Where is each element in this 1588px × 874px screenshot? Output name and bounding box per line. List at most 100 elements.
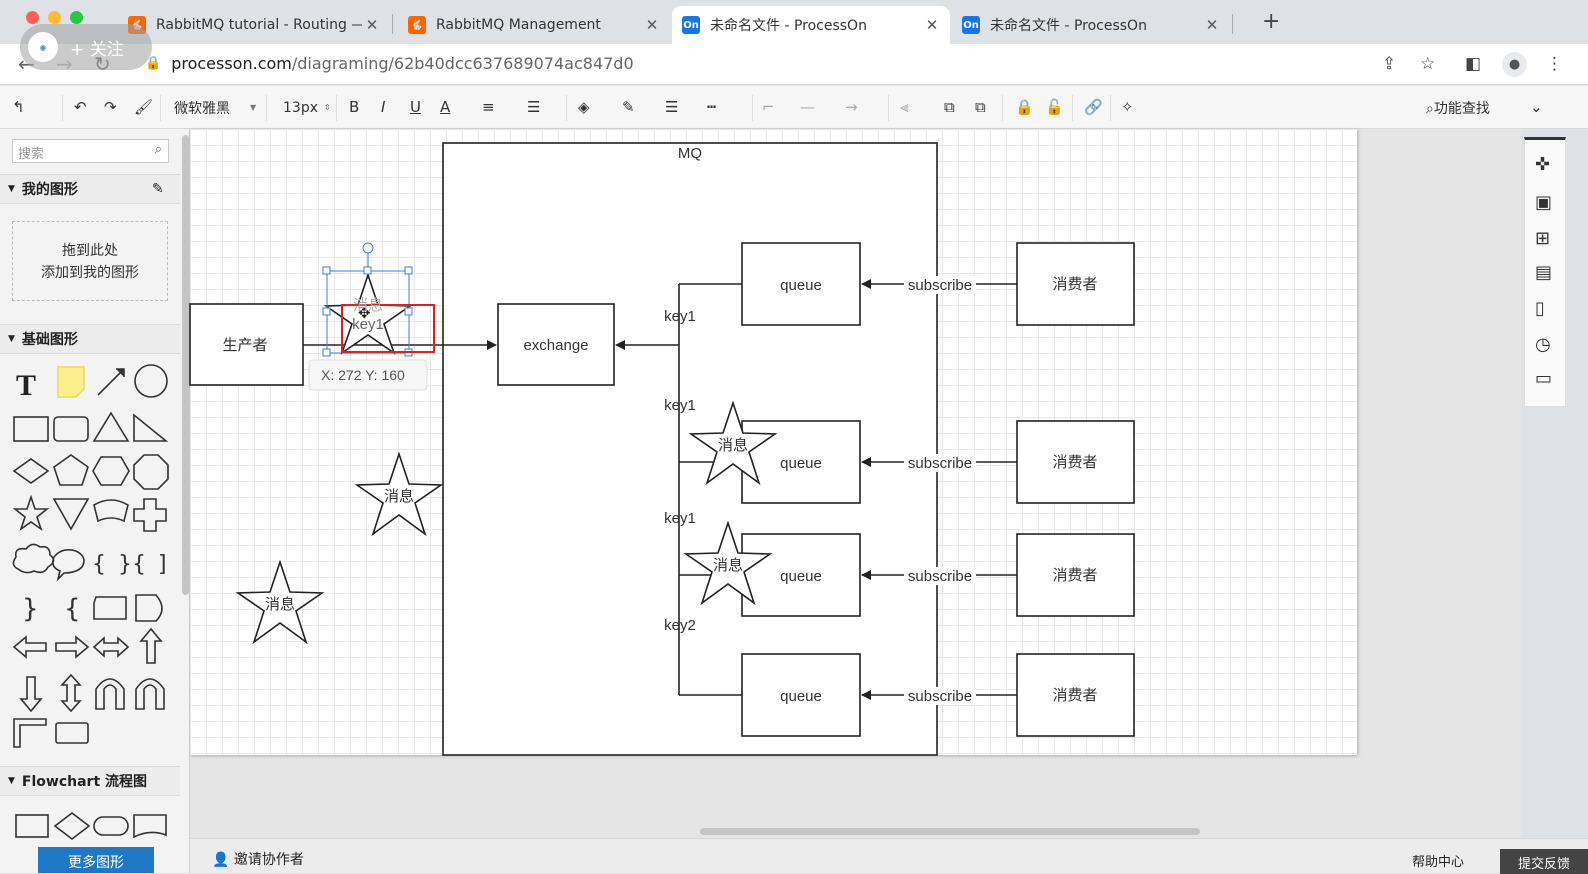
- browser-menu-icon[interactable]: ⋮: [1546, 54, 1563, 74]
- bold-button[interactable]: B: [349, 98, 360, 116]
- format-painter-icon[interactable]: 🖌: [134, 98, 154, 116]
- shape-up-arrow-icon[interactable]: [139, 627, 163, 664]
- shape-cross-icon[interactable]: [133, 498, 167, 532]
- shape-brace-open-icon[interactable]: {: [64, 594, 81, 624]
- align-icon[interactable]: ⫷: [900, 98, 909, 116]
- tab-close-icon[interactable]: ✕: [365, 16, 379, 34]
- flowchart-header[interactable]: ▼ Flowchart 流程图: [0, 766, 180, 796]
- my-shapes-header[interactable]: ▼ 我的图形 ✎: [0, 174, 180, 204]
- back-home-icon[interactable]: ↰: [12, 98, 25, 116]
- line-color-icon[interactable]: ✎: [622, 98, 635, 116]
- diagram-page[interactable]: [190, 129, 1357, 755]
- basic-shapes-header[interactable]: ▼ 基础图形: [0, 324, 180, 354]
- shape-u-turn-alt-icon[interactable]: [135, 678, 165, 710]
- shape-rectangle-alt-icon[interactable]: [55, 722, 89, 744]
- window-close-button[interactable]: [26, 11, 39, 24]
- history-icon[interactable]: ◷: [1535, 334, 1551, 355]
- shape-down-arrow-icon[interactable]: [19, 676, 43, 713]
- bring-front-icon[interactable]: ⧉: [944, 98, 955, 116]
- collapse-toolbar-icon[interactable]: ⌄: [1530, 98, 1543, 116]
- undo-icon[interactable]: ↶: [74, 98, 87, 116]
- invite-collaborator-button[interactable]: 👤 邀请协作者: [212, 849, 304, 869]
- lock-icon[interactable]: 🔒: [1015, 98, 1034, 116]
- feedback-button[interactable]: 提交反馈: [1500, 849, 1588, 874]
- magic-wand-icon[interactable]: ✧: [1121, 98, 1134, 116]
- italic-button[interactable]: I: [381, 98, 386, 116]
- shape-inverted-trapezoid-icon[interactable]: [52, 498, 90, 531]
- page-icon[interactable]: ▯: [1535, 298, 1545, 319]
- shape-rectangle-icon[interactable]: [13, 416, 49, 442]
- new-tab-button[interactable]: +: [1262, 9, 1281, 34]
- shape-cloud-icon[interactable]: [12, 543, 55, 574]
- data-properties-icon[interactable]: ⊞: [1535, 228, 1551, 249]
- window-maximize-button[interactable]: [70, 11, 83, 24]
- search-icon[interactable]: ⌕: [154, 142, 162, 157]
- shape-document-icon[interactable]: [93, 596, 127, 620]
- line-width-icon[interactable]: ☰: [665, 98, 679, 116]
- edit-icon[interactable]: ✎: [152, 181, 164, 197]
- text-align-icon[interactable]: ≡: [482, 98, 495, 116]
- browser-tab-3-active[interactable]: On 未命名文件 - ProcessOn ✕: [672, 6, 950, 44]
- shape-hexagon-icon[interactable]: [92, 456, 130, 486]
- list-icon[interactable]: ☰: [527, 98, 541, 116]
- shape-arrow-line-icon[interactable]: [97, 368, 125, 396]
- bookmark-star-icon[interactable]: ☆: [1420, 54, 1436, 74]
- canvas-horizontal-scrollbar[interactable]: [700, 828, 1200, 835]
- shape-speech-bubble-icon[interactable]: [52, 549, 85, 582]
- flow-decision-icon[interactable]: [53, 811, 91, 841]
- shape-star-icon[interactable]: [12, 494, 50, 532]
- more-shapes-button[interactable]: 更多图形: [38, 847, 154, 873]
- shape-arc-icon[interactable]: [93, 499, 129, 523]
- font-family-select[interactable]: 微软雅黑▼: [174, 95, 256, 120]
- connector-type-icon[interactable]: ⌐: [762, 98, 775, 116]
- shape-u-turn-icon[interactable]: [95, 678, 125, 710]
- page-layers-icon[interactable]: ▤: [1535, 262, 1553, 283]
- shape-brace-right-icon[interactable]: }: [22, 594, 39, 624]
- link-icon[interactable]: 🔗: [1084, 98, 1103, 116]
- shape-bracket-icon[interactable]: ]: [158, 552, 167, 577]
- url-field[interactable]: 🔒 processon.com /diagraming/62b40dcc6376…: [145, 54, 634, 73]
- follow-overlay[interactable]: ◉ + 关注: [20, 24, 152, 70]
- shape-rounded-rect-icon[interactable]: [53, 416, 89, 442]
- shape-delay-icon[interactable]: [135, 594, 163, 622]
- shape-right-triangle-icon[interactable]: [133, 413, 169, 442]
- browser-tab-1[interactable]: 🐇 RabbitMQ tutorial - Routing — ✕: [118, 6, 390, 44]
- send-back-icon[interactable]: ⧉: [975, 98, 986, 116]
- navigator-icon[interactable]: ✜: [1535, 154, 1551, 175]
- shape-search-input[interactable]: 搜索 ⌕: [12, 139, 169, 163]
- line-style-icon[interactable]: —: [800, 98, 815, 116]
- shape-brace-left-icon[interactable]: {: [92, 552, 106, 577]
- feature-search-button[interactable]: ⌕功能查找: [1426, 98, 1490, 118]
- browser-tab-4[interactable]: On 未命名文件 - ProcessOn ✕: [952, 6, 1230, 44]
- share-icon[interactable]: ⇪: [1382, 54, 1397, 74]
- flow-document-icon[interactable]: [133, 814, 167, 839]
- shape-triangle-icon[interactable]: [92, 411, 130, 442]
- shape-double-arrow-icon[interactable]: [92, 636, 130, 658]
- browser-tab-2[interactable]: 🐇 RabbitMQ Management ✕: [398, 6, 670, 44]
- shape-circle-icon[interactable]: [134, 364, 168, 398]
- flow-terminator-icon[interactable]: [93, 816, 129, 836]
- shape-brace-pair-icon[interactable]: }{: [118, 552, 146, 577]
- underline-button[interactable]: U: [410, 98, 421, 116]
- my-shapes-drop-zone[interactable]: 拖到此处 添加到我的图形: [12, 221, 168, 301]
- font-size-select[interactable]: 13px⇕: [283, 95, 331, 120]
- shape-left-arrow-icon[interactable]: [12, 635, 47, 659]
- comment-icon[interactable]: ▭: [1535, 368, 1553, 389]
- fill-color-icon[interactable]: ◈: [578, 98, 590, 116]
- shape-updown-arrow-icon[interactable]: [60, 673, 82, 713]
- redo-icon[interactable]: ↷: [104, 98, 117, 116]
- shape-corner-icon[interactable]: [13, 718, 47, 748]
- tab-close-icon[interactable]: ✕: [645, 16, 659, 34]
- unlock-icon[interactable]: 🔓: [1045, 98, 1064, 116]
- tab-close-icon[interactable]: ✕: [925, 16, 939, 34]
- shape-diamond-icon[interactable]: [12, 458, 50, 484]
- side-panel-icon[interactable]: ◧: [1465, 54, 1482, 74]
- window-minimize-button[interactable]: [48, 11, 61, 24]
- flow-process-icon[interactable]: [15, 814, 49, 838]
- shape-note-icon[interactable]: [57, 366, 85, 398]
- profile-avatar-icon[interactable]: ●: [1502, 52, 1527, 77]
- arrow-style-icon[interactable]: →: [845, 98, 858, 116]
- font-color-button[interactable]: A: [440, 98, 451, 116]
- shape-octagon-icon[interactable]: [133, 454, 169, 490]
- help-center-link[interactable]: 帮助中心: [1412, 855, 1465, 870]
